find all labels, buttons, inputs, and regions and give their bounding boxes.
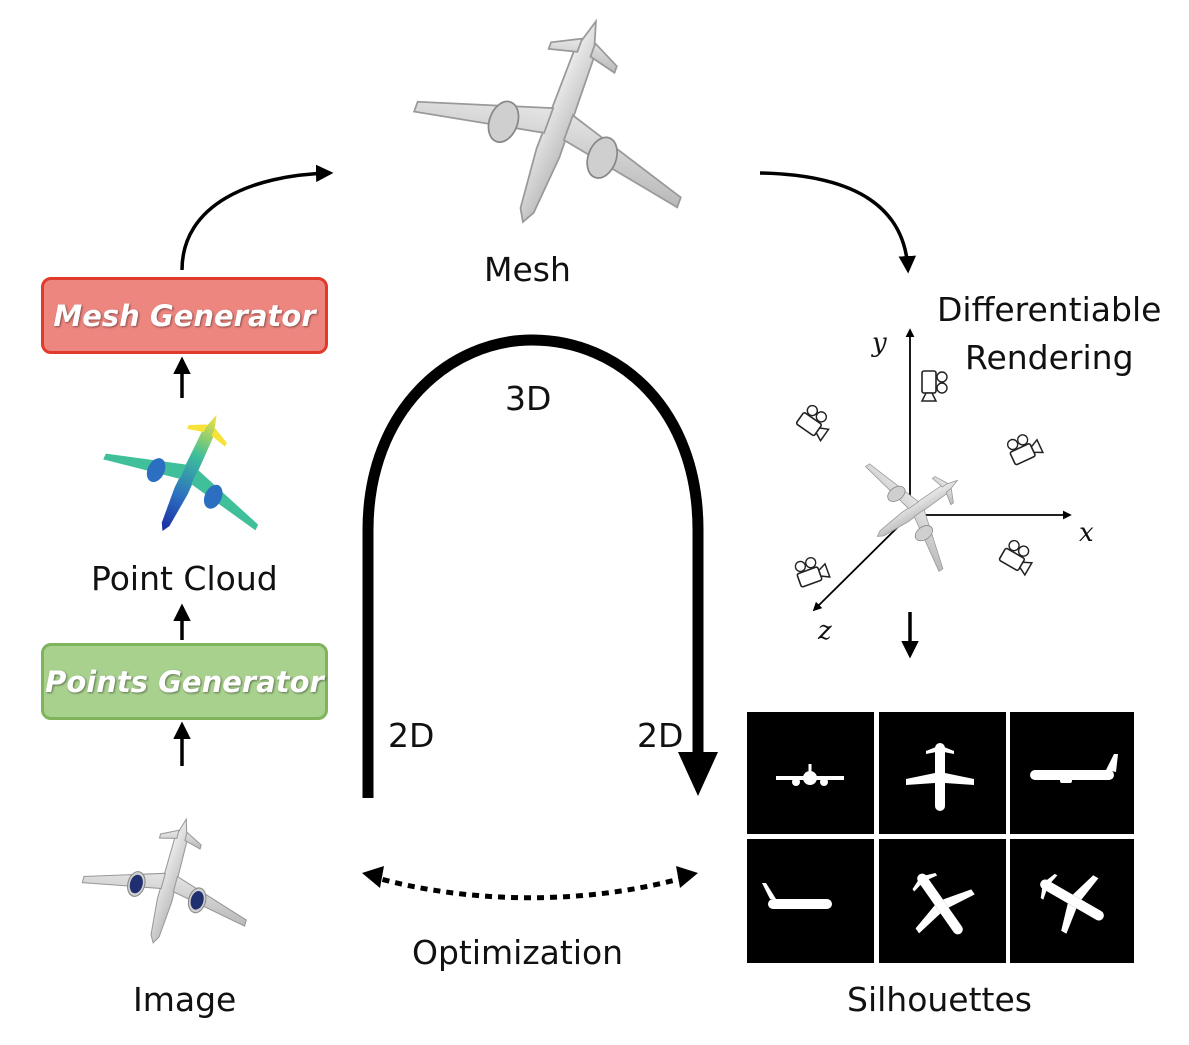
silhouettes-label: Silhouettes bbox=[847, 980, 1032, 1019]
camera-icon bbox=[1004, 429, 1044, 466]
optimization-label: Optimization bbox=[412, 933, 624, 972]
arrow-mesh-to-rendering bbox=[759, 171, 917, 274]
camera-icon bbox=[998, 537, 1039, 576]
y-axis-label: y bbox=[872, 328, 887, 358]
two-d-left-label: 2D bbox=[388, 716, 435, 755]
camera-icon bbox=[921, 370, 948, 402]
differentiable-label: Differentiable bbox=[937, 290, 1162, 329]
camera-icon bbox=[792, 552, 831, 589]
mesh-generator-box: Mesh Generator bbox=[41, 277, 328, 354]
dimension-loop-arrowhead bbox=[678, 752, 718, 796]
rendered-airplane bbox=[840, 427, 995, 590]
optimization-arrowhead-left bbox=[362, 866, 384, 888]
point-cloud-image bbox=[103, 414, 259, 532]
x-axis-label: x bbox=[1079, 518, 1094, 548]
points-generator-label: Points Generator bbox=[45, 664, 324, 699]
mesh-generator-label: Mesh Generator bbox=[53, 298, 316, 333]
camera-icon bbox=[795, 402, 836, 442]
point-cloud-label: Point Cloud bbox=[91, 559, 278, 598]
silhouettes-grid bbox=[747, 712, 1134, 963]
image-label: Image bbox=[133, 980, 237, 1019]
optimization-arrowhead-right bbox=[676, 866, 698, 888]
points-generator-box: Points Generator bbox=[41, 643, 328, 720]
three-d-label: 3D bbox=[505, 379, 552, 418]
z-axis bbox=[812, 514, 911, 612]
two-d-right-label: 2D bbox=[637, 716, 684, 755]
optimization-arrow bbox=[369, 873, 691, 901]
arrow-generator-to-mesh bbox=[180, 164, 334, 271]
dimension-loop-arrow bbox=[362, 334, 704, 798]
mesh-label: Mesh bbox=[484, 250, 571, 289]
mesh-airplane-image bbox=[390, 0, 729, 271]
input-image bbox=[71, 796, 268, 966]
rendering-label: Rendering bbox=[965, 338, 1134, 377]
z-axis-label: z bbox=[818, 616, 832, 646]
